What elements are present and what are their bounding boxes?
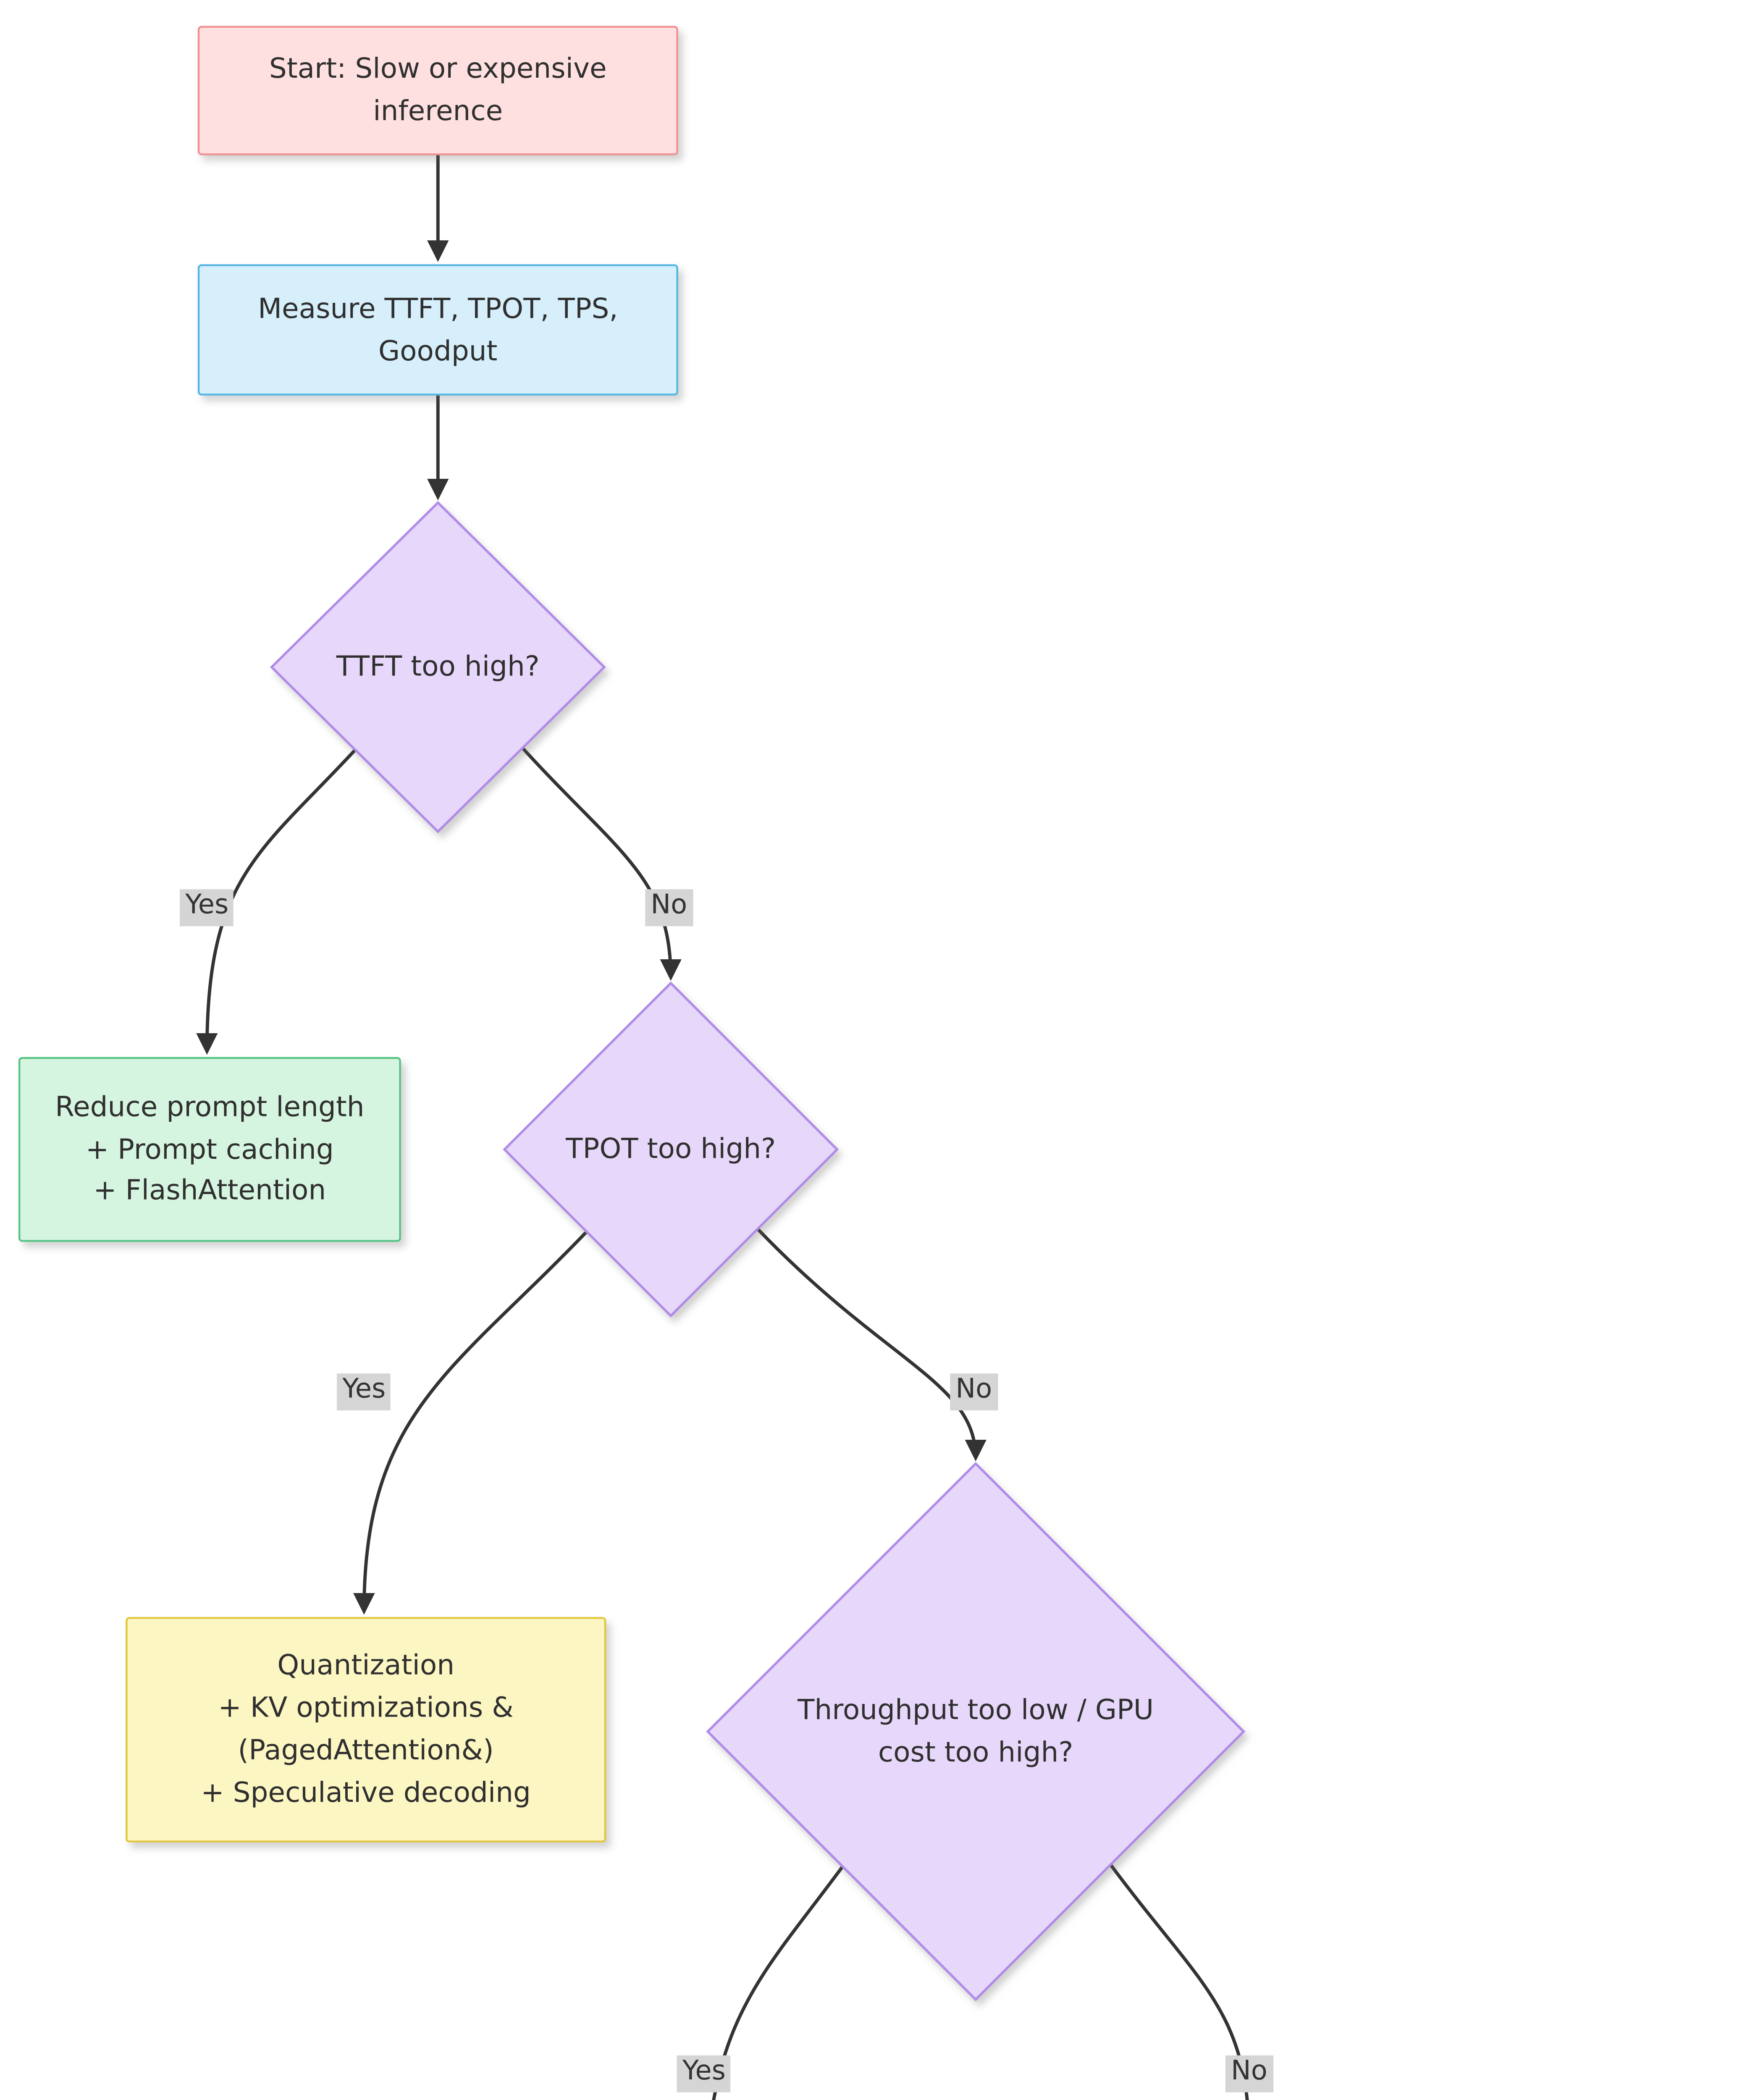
edge-label-ttft-yes: Yes [180, 889, 234, 926]
edges-group [196, 155, 1249, 2100]
decision-tpot-shape [503, 981, 839, 1318]
edge-label-tpot-yes: Yes [337, 1373, 391, 1410]
edge-tpot-no [756, 1228, 987, 1462]
edge-tpot-yes [353, 1231, 587, 1615]
edge-throughput-yes [712, 1865, 844, 2100]
decision-ttft-shape [270, 501, 606, 834]
node-reduce-prompt: Reduce prompt length + Prompt caching + … [18, 1057, 401, 1242]
decision-tpot-label: TPOT too high? [566, 1132, 776, 1166]
node-start: Start: Slow or expensive inference [197, 26, 678, 155]
edge-label-ttft-no: No [645, 889, 693, 926]
node-quantization-decode: Quantization + KV optimizations & (Paged… [126, 1617, 606, 1843]
edge-ttft-yes [196, 749, 356, 1055]
decision-throughput-label: Throughput too low / GPU cost too high? [798, 1693, 1154, 1769]
edge-ttft-no [522, 747, 682, 981]
decision-shapes-group [270, 501, 1246, 2001]
decision-ttft-label: TTFT too high? [336, 650, 540, 683]
edge-label-throughput-no: No [1225, 2055, 1273, 2092]
edge-label-throughput-yes: Yes [677, 2055, 732, 2092]
node-measure-metrics: Measure TTFT, TPOT, TPS, Goodput [197, 264, 678, 396]
edge-label-tpot-no: No [950, 1373, 998, 1410]
decision-throughput-shape [706, 1462, 1246, 2001]
